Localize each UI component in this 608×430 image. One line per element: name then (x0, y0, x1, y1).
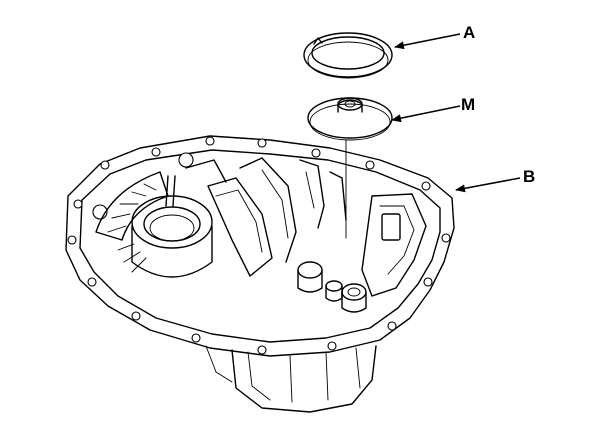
snap-ring-a (303, 32, 393, 79)
transmission-housing-b (65, 135, 455, 413)
flange-bolt-holes (67, 136, 451, 355)
leader-arrow-a (394, 33, 461, 50)
leader-arrow-b (455, 177, 521, 193)
callout-b: B (523, 167, 535, 186)
callout-a: A (463, 23, 475, 42)
callout-m: M (461, 95, 475, 114)
bosses (297, 261, 367, 313)
bell-ribs (107, 183, 157, 273)
leader-arrow-m (391, 105, 461, 123)
